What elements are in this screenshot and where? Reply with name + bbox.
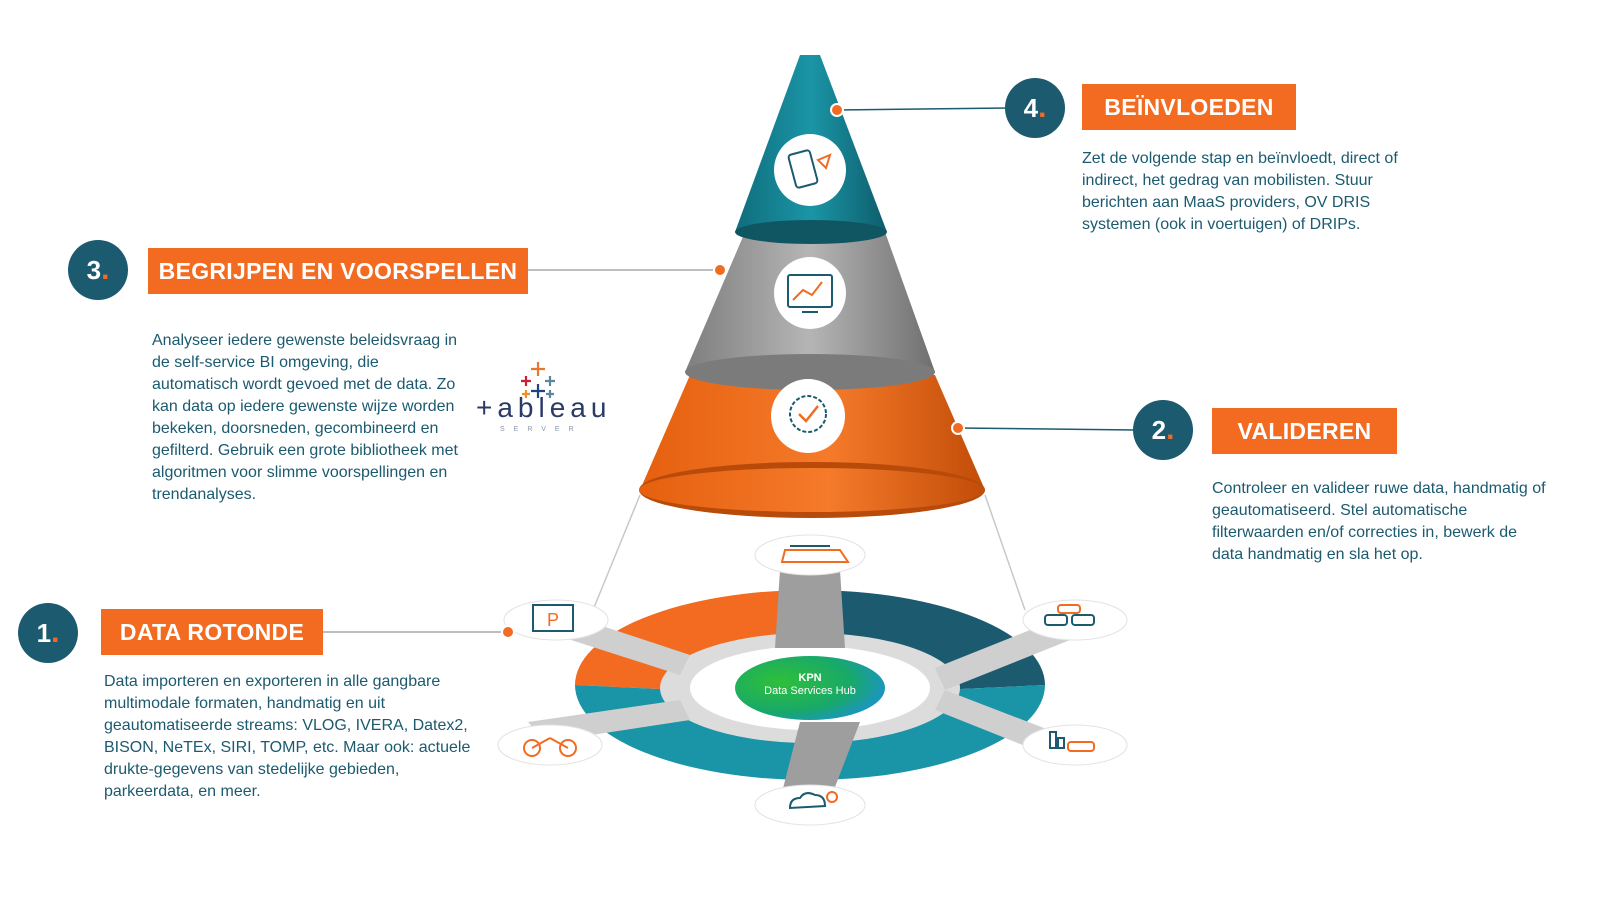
connector-dot-1 xyxy=(501,625,515,639)
parking-icon: P xyxy=(503,599,609,641)
guide-line-left xyxy=(592,494,641,611)
svg-text:P: P xyxy=(547,610,559,630)
hub-label-name: Data Services Hub xyxy=(764,685,856,697)
connector-dot-3 xyxy=(713,263,727,277)
connector-dot-4 xyxy=(830,103,844,117)
hub-label-kpn: KPN xyxy=(798,672,822,684)
train-icon xyxy=(754,534,866,576)
traffic-cars-icon xyxy=(1022,599,1128,641)
step-3-number: 3 xyxy=(86,254,102,285)
step-2-text: Controleer en valideer ruwe data, handma… xyxy=(1212,480,1546,563)
connector-4 xyxy=(836,107,1009,111)
tableau-server-label: SERVER xyxy=(500,426,583,433)
validation-badge-icon xyxy=(771,379,845,453)
phone-directions-icon xyxy=(774,134,846,206)
connector-dot-2 xyxy=(951,421,965,435)
step-1-number: 1 xyxy=(36,617,52,648)
weather-icon xyxy=(754,784,866,826)
connector-2 xyxy=(957,427,1136,431)
step-4-title: BEÏNVLOEDEN xyxy=(1082,84,1296,130)
step-3-text: Analyseer iedere gewenste beleidsvraag i… xyxy=(152,332,458,503)
bicycle-icon xyxy=(497,724,603,766)
step-2-number: 2 xyxy=(1151,414,1167,445)
city-car-icon xyxy=(1022,724,1128,766)
tableau-logo-mark xyxy=(521,362,555,398)
step-1-text: Data importeren en exporteren in alle ga… xyxy=(104,673,471,800)
analytics-monitor-icon xyxy=(774,257,846,329)
step-4-text: Zet de volgende stap en beïnvloedt, dire… xyxy=(1082,150,1398,233)
step-3-title: BEGRIJPEN EN VOORSPELLEN xyxy=(148,248,528,294)
step-2-badge: 2. xyxy=(1133,400,1193,460)
step-1-title: DATA ROTONDE xyxy=(101,609,323,655)
step-3-badge: 3. xyxy=(68,240,128,300)
step-4-number: 4 xyxy=(1023,92,1039,123)
step-2-title: VALIDEREN xyxy=(1212,408,1397,454)
guide-line-right xyxy=(984,494,1026,611)
step-1-badge: 1. xyxy=(18,603,78,663)
tableau-logo: +ableau xyxy=(476,392,612,423)
kpn-hub xyxy=(735,656,885,720)
step-4-badge: 4. xyxy=(1005,78,1065,138)
hub-label: KPN Data Services Hub xyxy=(735,672,885,698)
